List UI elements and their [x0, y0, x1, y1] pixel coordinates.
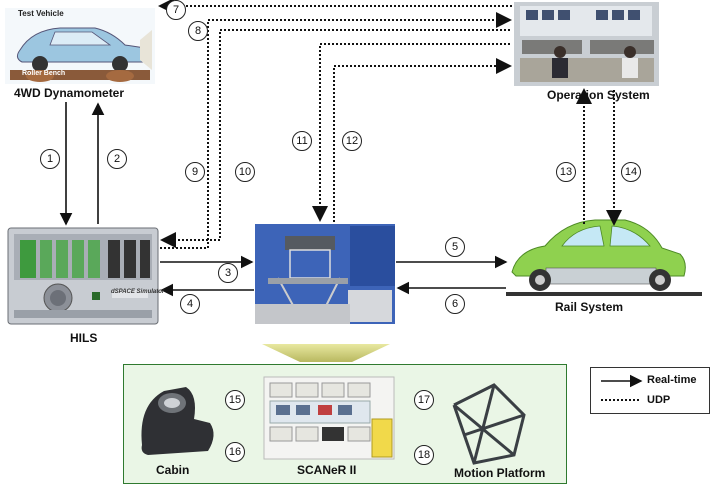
step-number-3: 3	[218, 263, 238, 283]
motion-platform-illustration	[452, 383, 526, 465]
expansion-funnel	[262, 344, 390, 362]
scaner-label: SCANeR II	[297, 463, 357, 477]
hils-brand-text: dSPACE Simulator	[111, 289, 165, 295]
step-number-11: 11	[292, 131, 312, 151]
step-number-15: 15	[225, 390, 245, 410]
mils-illustration	[255, 224, 395, 324]
legend-realtime-label: Real-time	[647, 374, 697, 386]
step-number-6: 6	[445, 294, 465, 314]
step-number-1: 1	[40, 149, 60, 169]
motion-platform-label: Motion Platform	[454, 466, 546, 480]
step-number-2: 2	[107, 149, 127, 169]
step-number-4: 4	[180, 294, 200, 314]
panel-drawing	[141, 376, 526, 465]
scaner-illustration	[263, 376, 395, 460]
cabin-illustration	[141, 387, 214, 455]
operation-system-label: Operation System	[547, 88, 650, 102]
step-number-9: 9	[185, 162, 205, 182]
legend-symbols	[601, 374, 643, 401]
step-number-5: 5	[445, 237, 465, 257]
step-number-12: 12	[342, 131, 362, 151]
dynamometer-illustration	[5, 8, 155, 84]
step-number-7: 7	[166, 0, 186, 20]
step-number-8: 8	[188, 21, 208, 41]
mils-label: MILS	[308, 326, 337, 340]
step-number-14: 14	[621, 162, 641, 182]
dynamometer-label: 4WD Dynamometer	[14, 86, 125, 100]
udp-arrows	[158, 0, 622, 249]
rail-car-illustration	[506, 219, 702, 296]
roller-bench-text: Roller Bench	[22, 70, 66, 77]
cabin-label: Cabin	[156, 463, 190, 477]
rail-system-label: Rail System	[555, 300, 624, 314]
legend: Real-time UDP	[590, 367, 710, 414]
test-vehicle-text: Test Vehicle	[18, 9, 64, 18]
step-number-17: 17	[414, 390, 434, 410]
step-number-13: 13	[556, 162, 576, 182]
step-number-10: 10	[235, 162, 255, 182]
step-number-18: 18	[414, 445, 434, 465]
operation-room-illustration	[514, 2, 659, 86]
legend-udp-label: UDP	[647, 394, 671, 406]
simulator-detail-panel: 15 16 17 18 Cabin SCANeR II Motion Platf…	[123, 364, 567, 484]
hils-illustration	[7, 227, 159, 325]
step-number-16: 16	[225, 442, 245, 462]
hils-label: HILS	[70, 331, 98, 345]
